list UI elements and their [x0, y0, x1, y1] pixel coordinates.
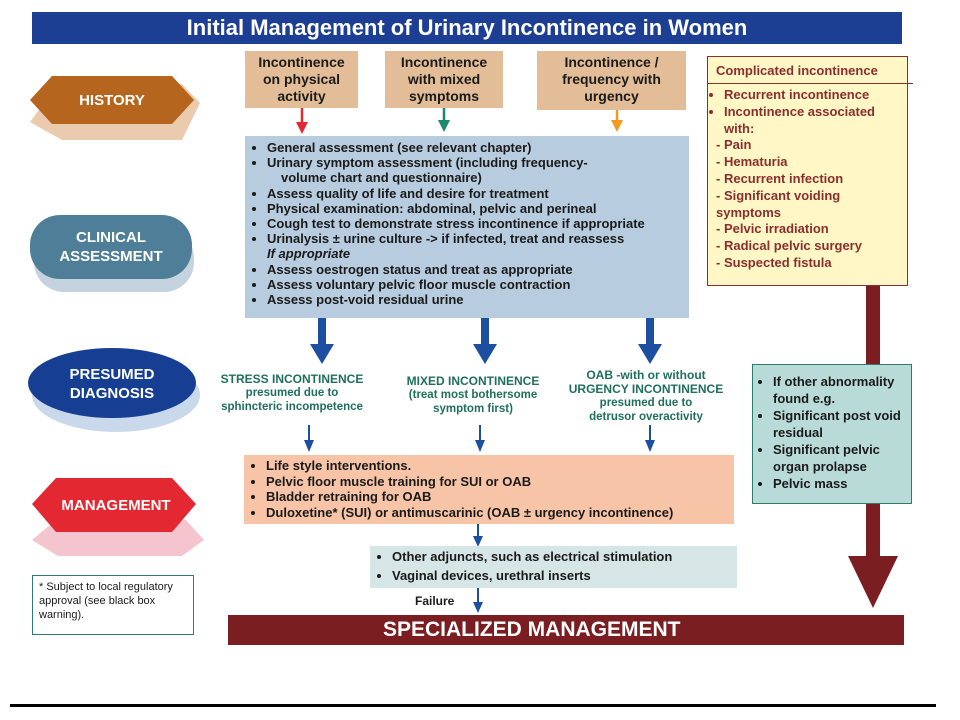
management-item: Bladder retraining for OAB: [266, 489, 728, 505]
abnormality-item: Significant post void residual: [773, 407, 905, 441]
complicated-item: Recurrent incontinence: [724, 87, 907, 104]
complicated-sub-item: Recurrent infection: [716, 171, 907, 188]
history-mixed-symptoms: Incontinence with mixed symptoms: [385, 51, 503, 108]
stage-history: HISTORY: [79, 91, 145, 109]
history-frequency-urgency: Incontinence / frequency with urgency: [537, 51, 686, 110]
complicated-heading: Complicated incontinence: [708, 57, 913, 84]
complicated-sub-item: Suspected fistula: [716, 255, 907, 272]
management-item: Pelvic floor muscle training for SUI or …: [266, 474, 728, 490]
other-abnormality-box: If other abnormality found e.g. Signific…: [752, 364, 912, 504]
complicated-sub-item: Radical pelvic surgery: [716, 238, 907, 255]
stage-management: MANAGEMENT: [61, 496, 171, 514]
history-shape: [30, 76, 194, 124]
adjunct-item: Other adjuncts, such as electrical stimu…: [392, 547, 731, 566]
failure-label: Failure: [415, 594, 455, 608]
diagnosis-oab: OAB -with or without URGENCY INCONTINENC…: [568, 368, 724, 423]
clinical-shape: [30, 215, 192, 279]
stage-clinical-assessment: CLINICAL ASSESSMENT: [59, 229, 163, 265]
diagnosis-stress: STRESS INCONTINENCE presumed due to sphi…: [220, 372, 364, 413]
clinical-item: Cough test to demonstrate stress inconti…: [267, 216, 683, 231]
adjunct-item: Vaginal devices, urethral inserts: [392, 566, 731, 585]
management-panel: Life style interventions. Pelvic floor m…: [244, 455, 734, 524]
clinical-item: General assessment (see relevant chapter…: [267, 140, 683, 155]
complicated-sub-item: Significant voiding symptoms: [716, 188, 907, 222]
clinical-item: Assess post-void residual urine: [267, 292, 683, 307]
complicated-item: Incontinence associated with:: [724, 104, 907, 138]
stage-presumed-diagnosis: PRESUMED DIAGNOSIS: [69, 366, 155, 402]
complicated-incontinence-box: Complicated incontinence Recurrent incon…: [707, 56, 913, 286]
clinical-assessment-panel: General assessment (see relevant chapter…: [245, 136, 689, 318]
presumed-shape: [28, 348, 196, 418]
complicated-sub-item: Pelvic irradiation: [716, 221, 907, 238]
clinical-item: Assess voluntary pelvic floor muscle con…: [267, 277, 683, 292]
clinical-item: Urinalysis ± urine culture -> if infecte…: [267, 231, 683, 261]
clinical-item: Assess quality of life and desire for tr…: [267, 186, 683, 201]
clinical-item: Assess oestrogen status and treat as app…: [267, 262, 683, 277]
bottom-divider: [10, 704, 936, 707]
diagnosis-mixed: MIXED INCONTINENCE (treat most bothersom…: [406, 374, 540, 415]
adjuncts-panel: Other adjuncts, such as electrical stimu…: [370, 546, 737, 588]
footnote: * Subject to local regulatory approval (…: [32, 575, 194, 635]
clinical-item: Physical examination: abdominal, pelvic …: [267, 201, 683, 216]
history-arrows: [296, 108, 623, 134]
page-title: Initial Management of Urinary Incontinen…: [32, 12, 902, 44]
abnormality-item: If other abnormality found e.g.: [773, 373, 905, 407]
assessment-arrows: [310, 318, 662, 364]
specialized-management-bar: SPECIALIZED MANAGEMENT: [228, 615, 904, 645]
management-item: Life style interventions.: [266, 458, 728, 474]
abnormality-item: Pelvic mass: [773, 475, 905, 492]
history-physical-activity: Incontinence on physical activity: [245, 51, 358, 108]
management-shape: [32, 478, 196, 532]
management-item: Duloxetine* (SUI) or antimuscarinic (OAB…: [266, 505, 728, 521]
abnormality-item: Significant pelvic organ prolapse: [773, 441, 905, 475]
diagnosis-arrows: [304, 425, 655, 613]
clinical-item: Urinary symptom assessment (including fr…: [267, 155, 683, 185]
complicated-sub-item: Pain: [716, 137, 907, 154]
complicated-sub-item: Hematuria: [716, 154, 907, 171]
